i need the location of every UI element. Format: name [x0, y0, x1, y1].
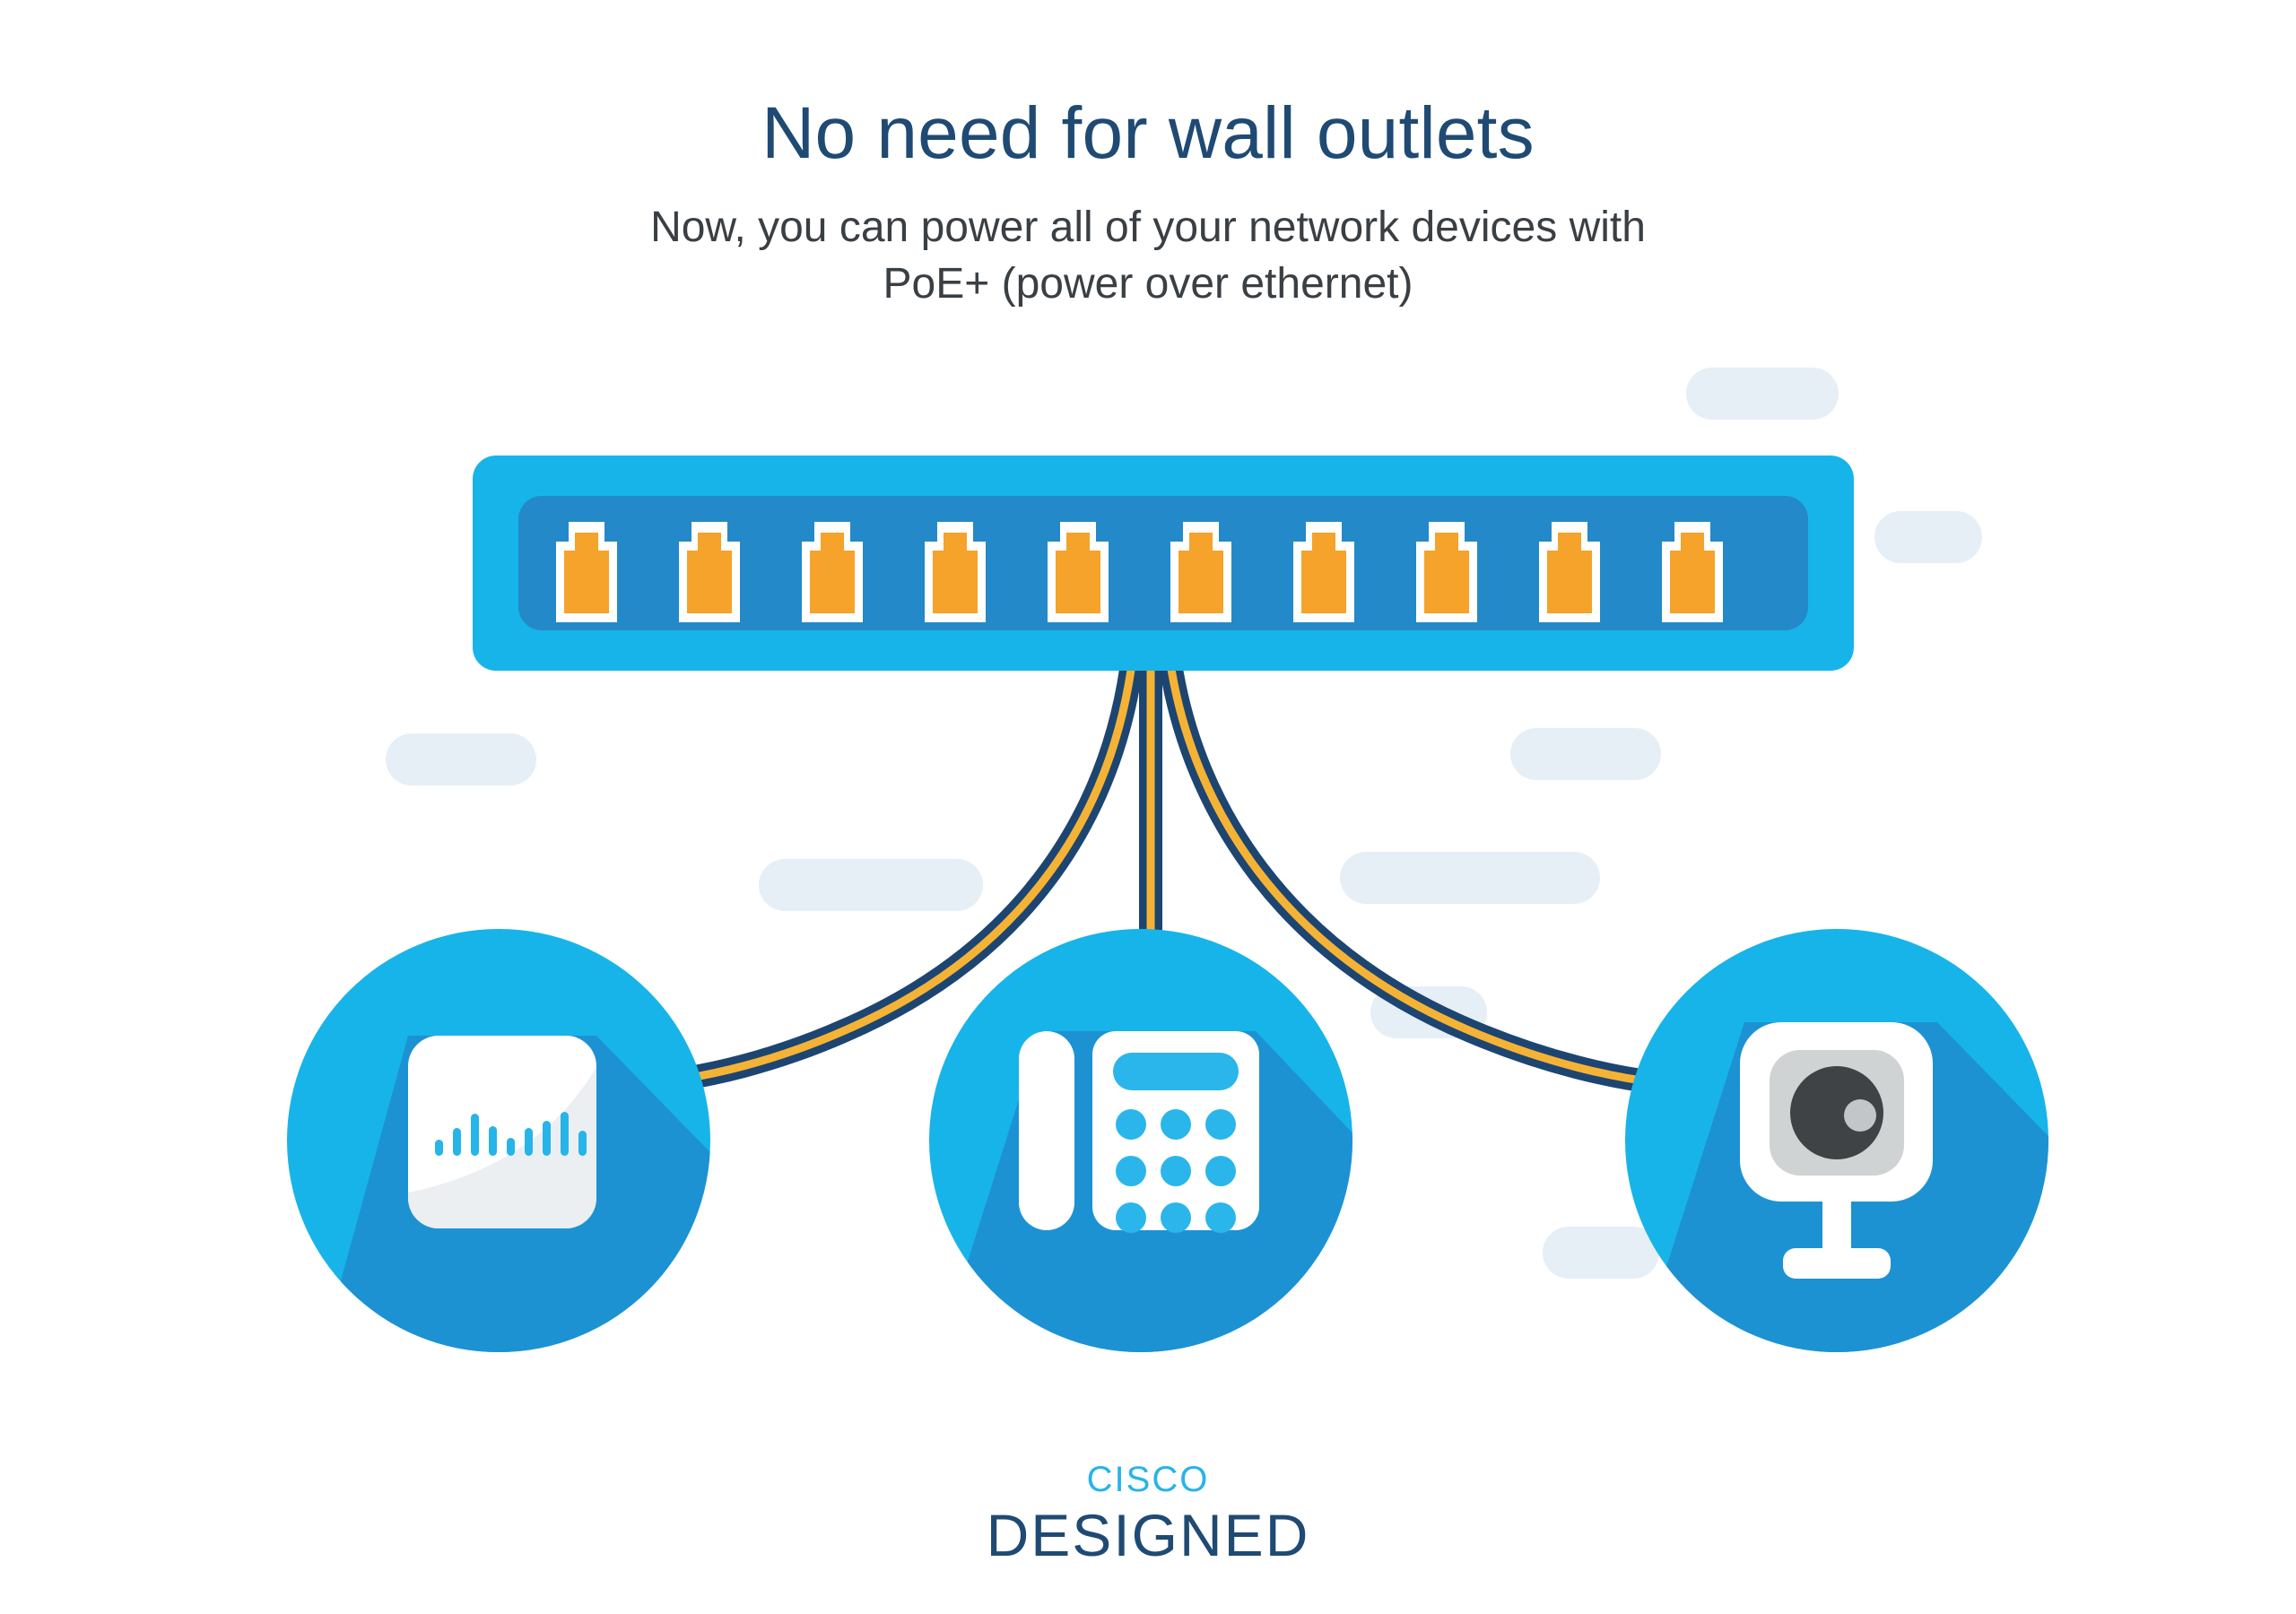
decor-pill: [1874, 511, 1982, 563]
access-point-body-shade: [408, 1067, 596, 1228]
cisco-bars-icon: [435, 1112, 587, 1156]
decor-pill: [386, 733, 536, 785]
cable-stripe-right: [1166, 663, 1662, 1088]
switch-port[interactable]: [1416, 522, 1477, 622]
phone-display: [1113, 1053, 1239, 1090]
switch-port[interactable]: [1048, 522, 1109, 622]
ip-phone-node[interactable]: [879, 929, 1605, 1542]
phone-handset: [1019, 1031, 1074, 1230]
camera-lens: [1790, 1066, 1883, 1159]
switch-port[interactable]: [1662, 522, 1723, 622]
camera-stand-base: [1783, 1248, 1891, 1279]
camera-lens-highlight: [1844, 1099, 1876, 1132]
decor-pill: [1543, 1227, 1659, 1279]
camera-stand-post: [1822, 1198, 1851, 1254]
phone-keypad: [1116, 1109, 1236, 1233]
cable-stripe-left: [665, 663, 1136, 1086]
decor-pill: [759, 859, 983, 911]
switch-port[interactable]: [802, 522, 863, 622]
access-point-node[interactable]: [269, 929, 951, 1542]
switch-port[interactable]: [556, 522, 617, 622]
switch-port[interactable]: [679, 522, 740, 622]
network-switch[interactable]: [473, 456, 1854, 671]
switch-port[interactable]: [1293, 522, 1354, 622]
switch-port[interactable]: [925, 522, 986, 622]
decor-pill: [1340, 852, 1600, 904]
decor-pill: [1686, 368, 1839, 420]
ip-camera-node[interactable]: [1578, 929, 2296, 1542]
switch-port[interactable]: [1539, 522, 1600, 622]
switch-port[interactable]: [1170, 522, 1231, 622]
decor-pill: [1510, 728, 1661, 780]
switch-port-row: [556, 522, 1723, 622]
